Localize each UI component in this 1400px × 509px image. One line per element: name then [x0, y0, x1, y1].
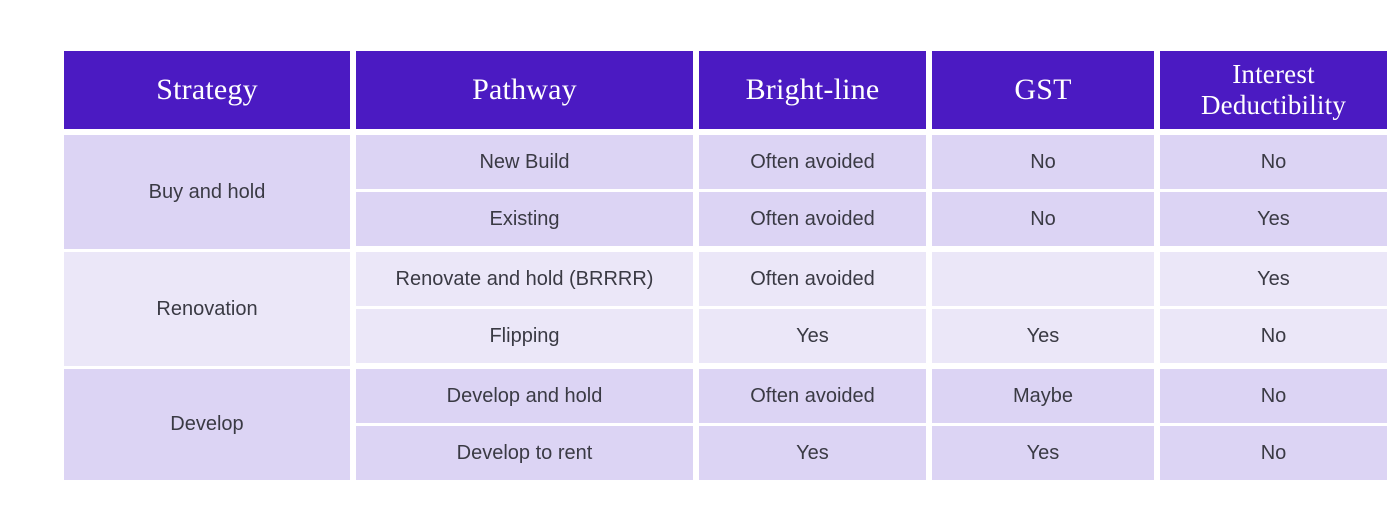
- cell-bright-line: Often avoided: [699, 369, 926, 426]
- cell-gst: No: [932, 135, 1154, 192]
- cell-interest-deductibility: No: [1160, 369, 1387, 426]
- table-row: Buy and hold New Build Often avoided No …: [64, 135, 1387, 252]
- cell-pathway: Existing: [356, 192, 693, 252]
- cell-gst: Yes: [932, 309, 1154, 369]
- cell-pathway: New Build: [356, 135, 693, 192]
- strategy-group-label: Develop: [64, 369, 350, 480]
- cell-pathway: Flipping: [356, 309, 693, 369]
- cell-pathway: Develop to rent: [356, 426, 693, 480]
- table-header: Strategy Pathway Bright-line GST Interes…: [64, 51, 1387, 135]
- cell-bright-line: Often avoided: [699, 135, 926, 192]
- strategy-group-label: Renovation: [64, 252, 350, 369]
- cell-bright-line: Yes: [699, 309, 926, 369]
- cell-gst: No: [932, 192, 1154, 252]
- column-header-interest-line-2: Deductibility: [1200, 90, 1347, 120]
- cell-pathway: Develop and hold: [356, 369, 693, 426]
- cell-gst: [932, 252, 1154, 309]
- table-row: Renovation Renovate and hold (BRRRR) Oft…: [64, 252, 1387, 369]
- column-header-strategy: Strategy: [64, 51, 350, 135]
- cell-interest-deductibility: No: [1160, 135, 1387, 192]
- strategy-tax-comparison-table: Strategy Pathway Bright-line GST Interes…: [58, 51, 1393, 480]
- cell-bright-line: Often avoided: [699, 252, 926, 309]
- table-body: Buy and hold New Build Often avoided No …: [64, 135, 1387, 480]
- table-row: Develop Develop and hold Often avoided M…: [64, 369, 1387, 480]
- table-row: Flipping Yes Yes No: [64, 309, 1387, 369]
- cell-interest-deductibility: Yes: [1160, 252, 1387, 309]
- table-row: Develop to rent Yes Yes No: [64, 426, 1387, 480]
- table-row: Existing Often avoided No Yes: [64, 192, 1387, 252]
- column-header-pathway: Pathway: [356, 51, 693, 135]
- cell-interest-deductibility: No: [1160, 309, 1387, 369]
- strategy-group-label: Buy and hold: [64, 135, 350, 252]
- cell-bright-line: Often avoided: [699, 192, 926, 252]
- header-row: Strategy Pathway Bright-line GST Interes…: [64, 51, 1387, 135]
- cell-interest-deductibility: Yes: [1160, 192, 1387, 252]
- cell-pathway: Renovate and hold (BRRRR): [356, 252, 693, 309]
- column-header-interest-deductibility: Interest Deductibility: [1160, 51, 1387, 135]
- column-header-bright-line: Bright-line: [699, 51, 926, 135]
- cell-gst: Maybe: [932, 369, 1154, 426]
- strategy-table-container: Strategy Pathway Bright-line GST Interes…: [64, 51, 1387, 480]
- cell-gst: Yes: [932, 426, 1154, 480]
- cell-bright-line: Yes: [699, 426, 926, 480]
- cell-interest-deductibility: No: [1160, 426, 1387, 480]
- column-header-interest-line-1: Interest: [1232, 58, 1315, 89]
- column-header-gst: GST: [932, 51, 1154, 135]
